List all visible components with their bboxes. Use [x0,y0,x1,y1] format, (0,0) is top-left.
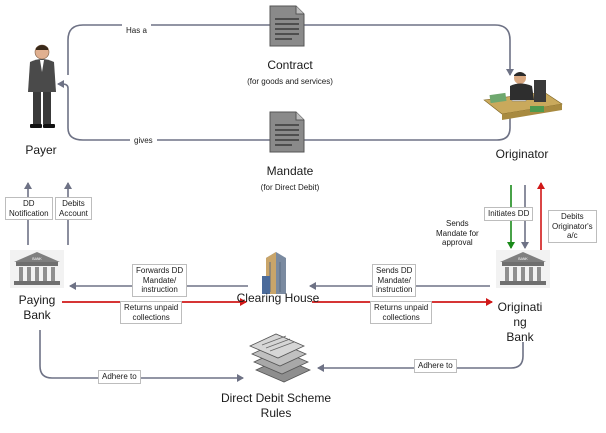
originating-bank-icon: BANK [496,250,550,288]
sends-mandate-line-2: Mandate for [436,228,479,238]
contract-sublabel: (for goods and services) [247,77,333,86]
edge-label-returns-unpaid-left: Returns unpaid collections [120,301,183,325]
scheme-rules-line-2: Rules [260,406,292,420]
mandate-document-icon [269,111,305,153]
edge-label-debits-originator: Debits Originator's a/c [548,210,597,243]
paying-bank-sign: BANK [32,257,42,261]
originating-bank-line-1: Originati [497,300,543,314]
clearing-house-building-icon [262,252,286,294]
returns-unpaid-left-line-1: Returns unpaid [124,303,179,312]
contract-document-icon [269,5,305,47]
dd-notification-line-2: Notification [9,208,49,218]
paying-bank-line-1: Paying [18,293,56,307]
edge-label-forwards-dd: Forwards DD Mandate/ instruction [132,264,188,297]
connector-gives [57,80,511,141]
scheme-rules-label: Direct Debit Scheme Rules [206,391,346,421]
debits-account-line-2: Account [59,208,88,218]
paying-bank-label: Paying Bank [12,293,62,323]
edge-label-adhere-to-left: Adhere to [98,370,141,384]
dd-notification-line-1: DD [23,199,35,208]
originating-bank-sign: BANK [518,257,528,261]
forwards-dd-line-2: Mandate/ [142,275,177,285]
debits-originator-line-3: a/c [566,231,578,241]
sends-mandate-line-3: approval [442,238,473,248]
paying-bank-icon: BANK [10,250,64,288]
scheme-rules-documents-icon [249,333,311,383]
connector-adhere-left [39,330,244,382]
originator-label: Originator [495,147,549,161]
connector-adhere-right [317,342,524,372]
edge-label-sends-mandate: Sends Mandate for approval [436,219,479,248]
clearing-house-label: Clearing House [236,291,320,305]
returns-unpaid-right-line-1: Returns unpaid [374,303,429,312]
edge-label-adhere-to-right: Adhere to [414,359,457,373]
contract-label: Contract [267,58,313,72]
edge-label-initiates-dd: Initiates DD [484,207,534,221]
sends-mandate-line-1: Sends [446,219,469,228]
sends-dd-line-3: instruction [376,285,413,295]
originating-bank-label: Originati ng Bank [490,300,550,345]
payer-person-icon [28,44,56,128]
sends-dd-line-1: Sends DD [376,266,413,275]
returns-unpaid-left-line-2: collections [132,312,170,322]
paying-bank-line-2: Bank [23,308,51,322]
edge-label-has-a: Has a [122,24,151,38]
returns-unpaid-right-line-2: collections [382,312,420,322]
forwards-dd-line-3: instruction [141,285,178,295]
originating-bank-line-2: ng [513,315,527,329]
forwards-dd-line-1: Forwards DD [136,266,184,275]
edge-label-debits-account: Debits Account [55,197,92,221]
debits-originator-line-1: Debits [560,212,584,221]
mandate-sublabel: (for Direct Debit) [260,183,320,192]
mandate-label: Mandate [266,164,314,178]
sends-dd-line-2: Mandate/ [377,275,411,285]
edge-label-sends-dd: Sends DD Mandate/ instruction [372,264,417,297]
originating-bank-line-3: Bank [506,330,534,344]
debits-originator-line-2: Originator's [552,221,593,231]
edge-label-dd-notification: DD Notification [5,197,53,221]
payer-label: Payer [25,143,57,157]
edge-label-gives: gives [130,134,157,148]
edge-label-returns-unpaid-right: Returns unpaid collections [370,301,433,325]
scheme-rules-line-1: Direct Debit Scheme [220,391,332,405]
debits-account-line-1: Debits [62,199,85,208]
originator-desk-icon [483,72,563,120]
